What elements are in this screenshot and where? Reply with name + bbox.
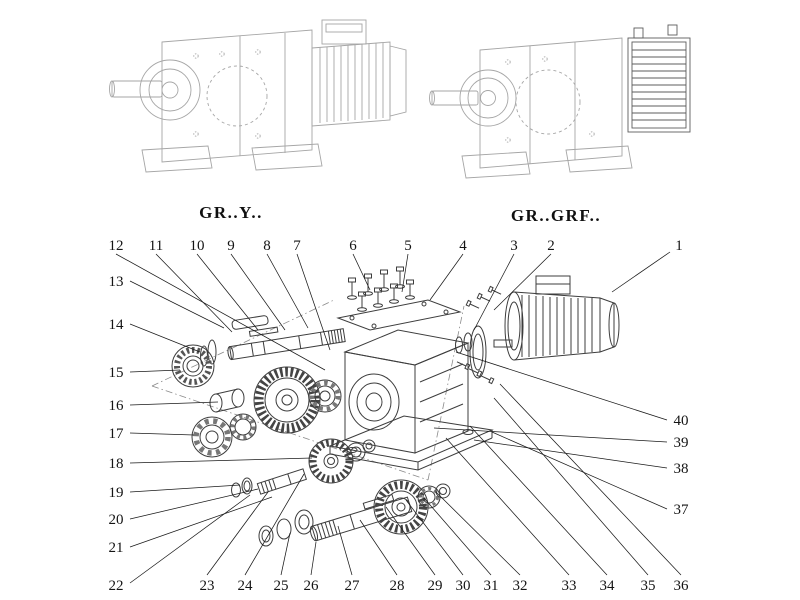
output-washers-drawing: [258, 509, 314, 547]
bearing-mid-drawing: [308, 379, 342, 413]
assembled-view-right-drawing: [429, 37, 633, 179]
callout-12: 12: [109, 238, 124, 254]
pinion-shaft-drawing: [256, 468, 308, 495]
callout-31: 31: [484, 578, 499, 594]
callout-39: 39: [674, 435, 689, 451]
callout-3: 3: [510, 238, 518, 254]
callout-24: 24: [238, 578, 254, 594]
flange-studs-drawing: [456, 285, 502, 385]
callout-5: 5: [404, 238, 412, 254]
callout-23: 23: [200, 578, 215, 594]
callout-27: 27: [345, 578, 361, 594]
callout-35: 35: [641, 578, 656, 594]
intermediate-gear-drawing: [308, 438, 376, 484]
leader-lines: [115, 251, 682, 584]
motor-drawing: [493, 275, 620, 361]
callout-26: 26: [304, 578, 320, 594]
callout-17: 17: [109, 426, 125, 442]
motor-flange-adapter-drawing: [455, 325, 487, 379]
callout-1: 1: [675, 238, 683, 254]
callout-33: 33: [562, 578, 577, 594]
callout-10: 10: [190, 238, 205, 254]
callout-38: 38: [674, 461, 689, 477]
cover-plate-drawing: [336, 299, 462, 331]
callout-11: 11: [149, 238, 163, 254]
callout-7: 7: [293, 238, 301, 254]
callout-18: 18: [109, 456, 124, 472]
callout-6: 6: [349, 238, 357, 254]
callout-8: 8: [263, 238, 271, 254]
callout-29: 29: [428, 578, 443, 594]
title-gr-grf: GR..GRF..: [511, 206, 601, 225]
callout-15: 15: [109, 365, 124, 381]
output-gear-drawing: [373, 479, 451, 535]
callout-21: 21: [109, 540, 124, 556]
callout-25: 25: [274, 578, 289, 594]
callout-30: 30: [456, 578, 471, 594]
callout-2: 2: [547, 238, 555, 254]
housing-drawing: [328, 329, 494, 471]
input-shaft-drawing: [227, 326, 346, 361]
bearing-left-drawing: [191, 413, 257, 458]
callout-16: 16: [109, 398, 125, 414]
callout-20: 20: [109, 512, 124, 528]
callout-4: 4: [459, 238, 467, 254]
callout-28: 28: [390, 578, 405, 594]
large-gear-drawing: [253, 366, 321, 434]
callout-9: 9: [227, 238, 235, 254]
callout-13: 13: [109, 274, 124, 290]
assembled-view-left-drawing: [109, 19, 407, 173]
pinion-washers-drawing: [231, 477, 253, 498]
callout-numbers: 1 2 3 4 5 6 7 8 9 10 11 12 13 14 15 16 1…: [109, 238, 690, 594]
callout-34: 34: [600, 578, 616, 594]
exploded-view-drawing: [171, 266, 620, 547]
callout-36: 36: [674, 578, 690, 594]
title-gr-y: GR..Y..: [199, 203, 263, 222]
callout-40: 40: [674, 413, 689, 429]
input-shaft-sleeve-drawing: [231, 315, 269, 330]
toothed-ring-drawing: [171, 344, 215, 388]
callout-32: 32: [513, 578, 528, 594]
callout-37: 37: [674, 502, 690, 518]
assembled-view-right-fin-cover-drawing: [627, 24, 691, 133]
bushing-drawing: [209, 388, 245, 413]
projection-lines: [151, 299, 465, 481]
callout-14: 14: [109, 317, 125, 333]
callout-22: 22: [109, 578, 124, 594]
callout-19: 19: [109, 485, 124, 501]
